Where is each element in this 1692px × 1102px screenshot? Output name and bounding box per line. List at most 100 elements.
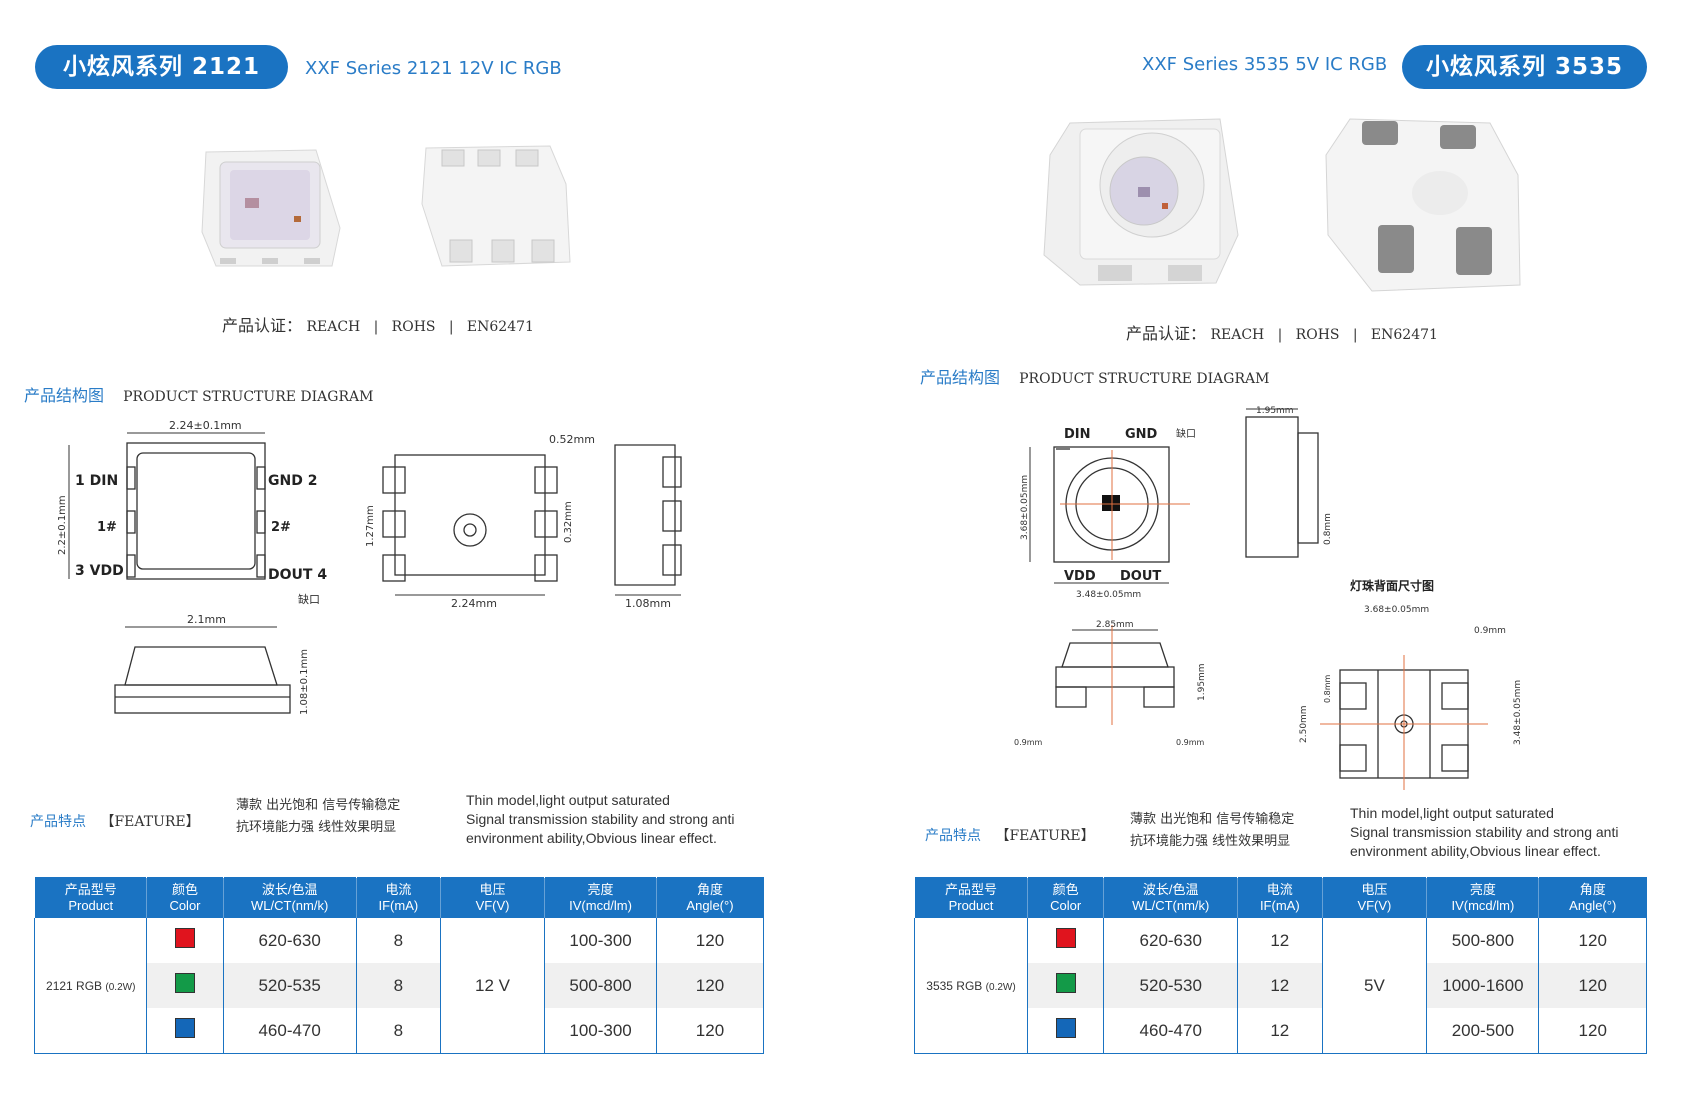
brightness-cell: 1000-1600 — [1426, 963, 1539, 1008]
cert-label: 产品认证： — [1126, 324, 1207, 343]
series-2121-title-pill: 小炫风系列 2121 — [35, 45, 288, 89]
structure-diagram-3535: DIN GND 缺口 VDD DOUT 3.68±0.05mm 3.48±0.0… — [1014, 406, 1523, 790]
voltage-cell: 5V — [1321, 918, 1427, 1054]
cert-items: REACH | ROHS | EN62471 — [1210, 327, 1438, 343]
wavelength-cell: 520-535 — [222, 963, 357, 1008]
structure-heading-cn: 产品结构图 — [920, 368, 1001, 387]
mid-left-label: 1# — [97, 520, 117, 535]
angle-cell: 120 — [1538, 963, 1647, 1008]
pin3-label: 3 VDD — [75, 563, 124, 579]
dim-pad-pitch: 1.27mm — [365, 505, 376, 547]
dim-back-pad-height: 2.50mm — [1299, 705, 1309, 743]
brightness-cell: 500-800 — [544, 963, 657, 1008]
pin-vdd-label: VDD — [1064, 569, 1096, 584]
feature-heading-2121: 产品特点 【FEATURE】 — [30, 811, 200, 831]
current-cell: 8 — [355, 918, 441, 963]
color-swatch-cell — [1026, 963, 1104, 1008]
led-3535-front-photo — [1043, 118, 1239, 286]
feature-en-line1: Thin model,light output saturated — [466, 792, 670, 808]
series-3535-subtitle: XXF Series 3535 5V IC RGB — [1142, 54, 1388, 75]
brightness-cell: 100-300 — [544, 1008, 657, 1054]
current-cell: 12 — [1237, 918, 1323, 963]
wavelength-cell: 460-470 — [222, 1008, 357, 1054]
color-swatch-cell — [146, 1008, 224, 1054]
angle-cell: 120 — [1538, 918, 1647, 963]
feature-heading-cn: 产品特点 — [925, 828, 981, 844]
color-swatch — [1055, 928, 1076, 948]
dim-top-width: 3.48±0.05mm — [1076, 590, 1141, 600]
pin4-label: DOUT 4 — [268, 567, 327, 583]
feature-heading-3535: 产品特点 【FEATURE】 — [925, 825, 1095, 845]
dim-back-pad-small: 0.8mm — [1323, 674, 1332, 703]
color-swatch — [174, 928, 195, 948]
structure-heading-cn: 产品结构图 — [24, 386, 105, 405]
structure-heading-3535: 产品结构图 PRODUCT STRUCTURE DIAGRAM — [920, 364, 1269, 388]
feature-text-en-3535: Thin model,light output saturated Signal… — [1350, 804, 1618, 861]
mid-right-label: 2# — [271, 520, 291, 535]
feature-cn-line2: 抗环境能力强 线性效果明显 — [236, 820, 397, 835]
current-cell: 12 — [1237, 963, 1323, 1008]
structure-heading-2121: 产品结构图 PRODUCT STRUCTURE DIAGRAM — [24, 382, 373, 406]
table-row: 520-535 8 500-800 120 — [35, 963, 764, 1008]
back-view-title: 灯珠背面尺寸图 — [1350, 578, 1434, 593]
wavelength-cell: 520-530 — [1103, 963, 1238, 1008]
dim-front-width: 2.85mm — [1096, 620, 1134, 630]
color-swatch — [174, 973, 195, 993]
feature-en-line2: Signal transmission stability and strong… — [1350, 824, 1619, 840]
dim-front-pad-left: 0.9mm — [1014, 738, 1043, 747]
color-swatch-cell — [146, 918, 224, 963]
table-row: 460-470 8 100-300 120 — [35, 1008, 764, 1054]
table-row: 460-470 12 200-500 120 — [915, 1008, 1647, 1054]
certification-line-3535: 产品认证： REACH | ROHS | EN62471 — [1126, 320, 1438, 344]
feature-en-line2: Signal transmission stability and strong… — [466, 811, 735, 827]
dim-back-pad: 0.9mm — [1474, 626, 1506, 636]
feature-cn-line1: 薄款 出光饱和 信号传输稳定 — [236, 798, 401, 813]
brightness-cell: 200-500 — [1426, 1008, 1539, 1054]
dim-top-width: 2.24±0.1mm — [169, 419, 242, 432]
angle-cell: 120 — [655, 918, 764, 963]
color-swatch-cell — [146, 963, 224, 1008]
feature-heading-en: 【FEATURE】 — [100, 814, 200, 830]
voltage-cell: 12 V — [439, 918, 545, 1054]
feature-text-cn-3535: 薄款 出光饱和 信号传输稳定 抗环境能力强 线性效果明显 — [1130, 809, 1294, 853]
certification-line-2121: 产品认证： REACH | ROHS | EN62471 — [222, 312, 534, 336]
dim-front-height: 1.95mm — [1197, 663, 1207, 701]
table-row: 3535 RGB (0.2W) 620-630 12 5V 500-800 12… — [914, 918, 1647, 1054]
color-swatch — [174, 1018, 195, 1038]
feature-heading-en: 【FEATURE】 — [995, 828, 1095, 844]
structure-heading-en: PRODUCT STRUCTURE DIAGRAM — [123, 389, 374, 405]
series-3535-title-pill: 小炫风系列 3535 — [1402, 45, 1647, 89]
dim-top-height: 3.68±0.05mm — [1020, 475, 1030, 540]
angle-cell: 120 — [655, 963, 764, 1008]
feature-en-line3: environment ability,Obvious linear effec… — [1350, 843, 1601, 859]
notch-label: 缺口 — [1176, 427, 1196, 440]
dim-side-width: 1.08mm — [625, 597, 671, 610]
current-cell: 12 — [1237, 1008, 1323, 1054]
color-swatch — [1055, 973, 1076, 993]
current-cell: 8 — [355, 963, 441, 1008]
dim-left-height: 2.2±0.1mm — [57, 495, 68, 555]
wavelength-cell: 620-630 — [222, 918, 357, 963]
color-swatch-cell — [1026, 1008, 1104, 1054]
color-swatch-cell — [1026, 918, 1104, 963]
pin-dout-label: DOUT — [1120, 569, 1161, 584]
feature-heading-cn: 产品特点 — [30, 814, 86, 830]
table-row: 520-530 12 1000-1600 120 — [915, 963, 1647, 1008]
feature-en-line3: environment ability,Obvious linear effec… — [466, 830, 717, 846]
angle-cell: 120 — [1538, 1008, 1647, 1054]
dim-back-height: 3.48±0.05mm — [1513, 680, 1523, 745]
structure-diagram-2121: 2.24±0.1mm 1 DIN GND 2 1# 2# 3 VDD DOUT … — [57, 419, 682, 715]
pin-din-label: DIN — [1064, 427, 1091, 442]
